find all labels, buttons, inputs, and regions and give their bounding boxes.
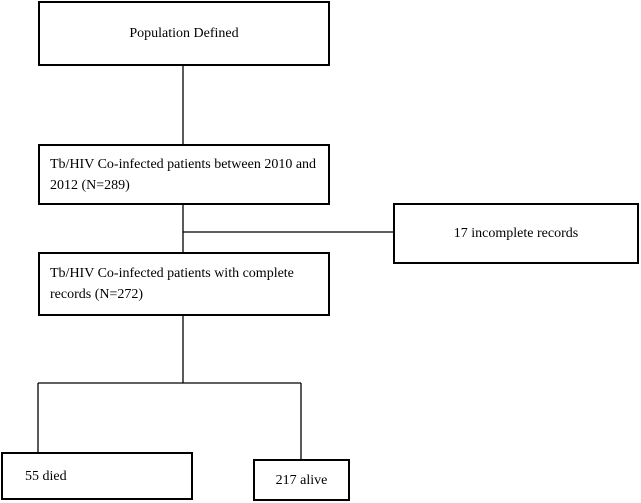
box-complete-records-label: Tb/HIV Co-infected patients with complet… [50, 266, 294, 302]
box-coinfected-patients: Tb/HIV Co-infected patients between 2010… [38, 144, 330, 205]
box-died-label: 55 died [25, 468, 67, 484]
box-alive: 217 alive [253, 459, 350, 501]
box-incomplete-records: 17 incomplete records [393, 203, 639, 264]
box-incomplete-records-label: 17 incomplete records [453, 226, 579, 241]
box-coinfected-patients-label: Tb/HIV Co-infected patients between 2010… [50, 156, 317, 193]
box-died: 55 died [1, 452, 193, 500]
box-population-defined-label: Population Defined [129, 26, 239, 41]
box-population-defined: Population Defined [38, 1, 330, 66]
box-alive-label: 217 alive [275, 472, 328, 488]
box-complete-records: Tb/HIV Co-infected patients with complet… [38, 252, 330, 316]
